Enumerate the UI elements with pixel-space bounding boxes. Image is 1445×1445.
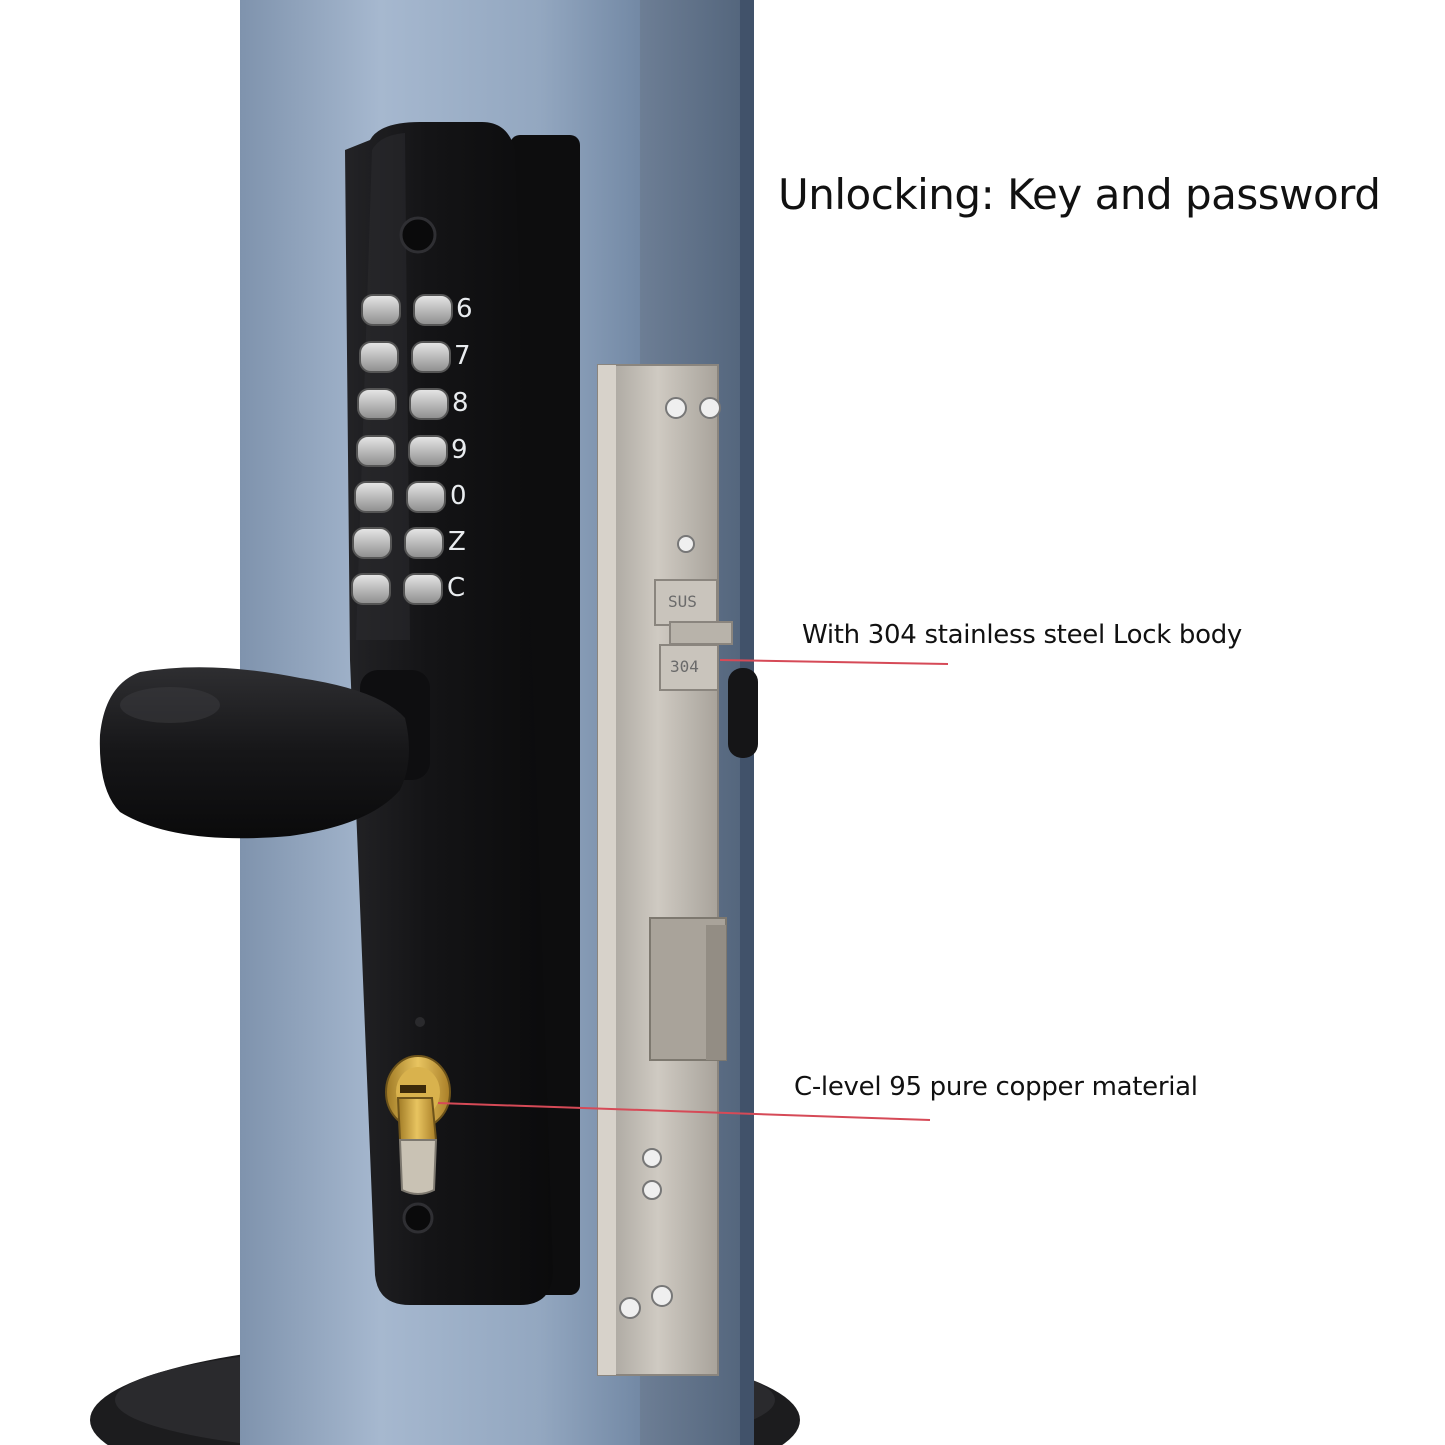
mortise-inner-edge — [598, 365, 616, 1375]
callout-leader-line — [719, 659, 949, 665]
key-legend: 0 — [450, 481, 467, 511]
key-legend: Z — [448, 527, 466, 557]
key-cylinder — [385, 1055, 451, 1195]
keypad-row — [354, 481, 446, 513]
mortise-faceplate — [597, 364, 719, 1376]
rear-knob — [728, 668, 758, 758]
key-legend: 7 — [454, 341, 471, 371]
keypad-row — [352, 527, 444, 559]
latch-bolt-upper — [654, 579, 718, 626]
latch-bolt-lower — [659, 644, 719, 691]
headline: Unlocking: Key and password — [778, 170, 1381, 219]
key-legend: C — [447, 573, 466, 603]
key-legend: 9 — [451, 435, 468, 465]
key-legend: 8 — [452, 388, 469, 418]
dead-bolt-side — [706, 925, 726, 1060]
lever-highlight — [120, 687, 220, 723]
callout-copper: C-level 95 pure copper material — [794, 1072, 1198, 1102]
keypad — [351, 294, 453, 605]
lock-body-stamp: 304 — [670, 657, 699, 676]
keypad-row — [357, 388, 449, 420]
keypad-row — [351, 573, 443, 605]
keypad-row — [356, 435, 448, 467]
keypad-row — [359, 341, 451, 373]
panel-dot — [415, 1017, 425, 1027]
callout-lock-body: With 304 stainless steel Lock body — [802, 620, 1243, 650]
lock-body-stamp: SUS — [668, 592, 697, 611]
bottom-screw-cover — [402, 1202, 434, 1234]
key-legend: 6 — [456, 294, 473, 324]
panel-sheen — [356, 133, 410, 640]
callout-leader-line — [437, 1102, 931, 1121]
reset-button — [399, 216, 437, 254]
faceplate-screws — [619, 397, 721, 1319]
keypad-row — [361, 294, 453, 326]
latch-bolt-link — [669, 621, 733, 645]
